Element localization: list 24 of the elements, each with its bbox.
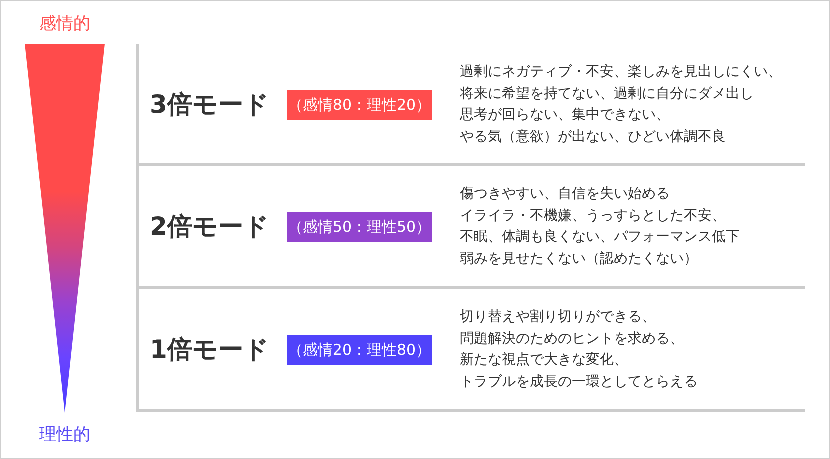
axis-label: 感情的 <box>38 13 92 36</box>
mode-row <box>136 166 805 289</box>
mode-heading: 1倍モード <box>150 334 270 366</box>
symptom-text: 新たな視点で大きな変化、 <box>460 351 628 370</box>
ratio-badge: （感情80：理性20） <box>287 90 432 120</box>
symptom-text: イライラ・不機嫌、うっすらとした不安、 <box>460 206 726 226</box>
mode-heading: 3倍モード <box>150 89 270 121</box>
ratio-badge: （感情20：理性80） <box>287 335 432 365</box>
symptom-text: 弱みを見せたくない（認めたくない） <box>460 250 698 268</box>
symptom-text: 過剰にネガティブ・不安、楽しみを見出しにくい、 <box>460 63 782 82</box>
symptom-text: やる気（意欲）が出ない、ひどい体調不良 <box>460 128 726 146</box>
symptom-text: トラブルを成長の一環としてとらえる <box>460 372 698 392</box>
symptom-text: 不眠、体調も良くない、パフォーマンス低下 <box>460 228 740 247</box>
mode-row <box>136 289 805 412</box>
symptom-text: 切り替えや割り切りができる、 <box>460 308 656 327</box>
ratio-badge: （感情50：理性50） <box>287 212 432 242</box>
axis-label: 理性的 <box>38 424 92 447</box>
symptom-text: 将来に希望を持てない、過剰に自分にダメ出し <box>460 84 754 104</box>
symptom-text: 問題解決のためのヒントを求める、 <box>460 330 684 348</box>
mode-row <box>136 44 805 166</box>
symptom-text: 傷つきやすい、自信を失い始める <box>460 185 670 204</box>
gradient-wedge <box>25 44 105 413</box>
symptom-text: 思考が回らない、集中できない、 <box>460 106 670 125</box>
mode-heading: 2倍モード <box>150 211 270 243</box>
